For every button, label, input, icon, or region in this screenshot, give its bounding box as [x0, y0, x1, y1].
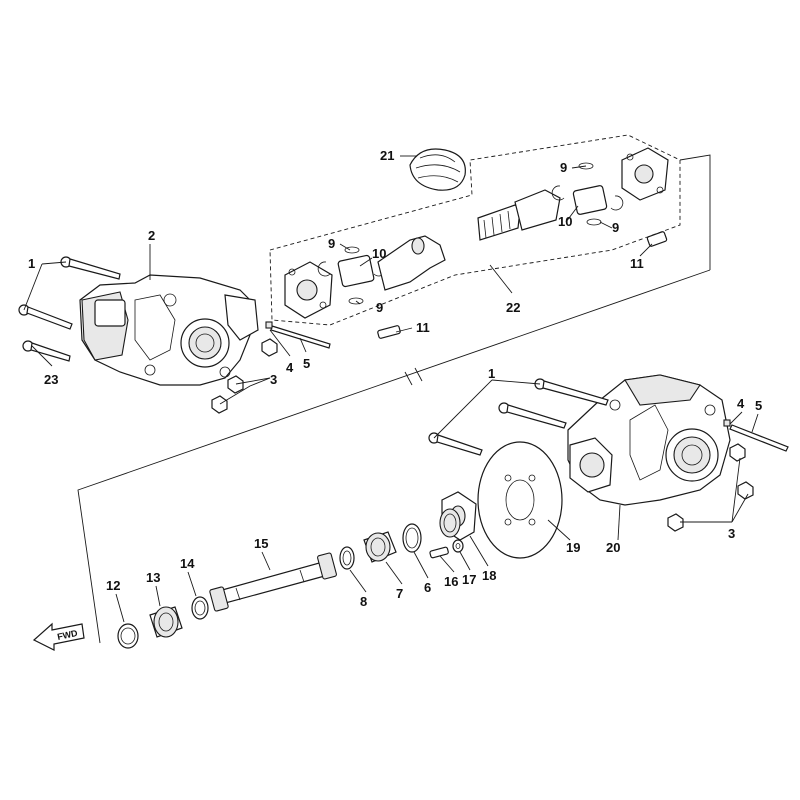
callout-9: 9: [560, 160, 567, 175]
callout-5: 5: [303, 356, 310, 371]
continuation-line: [77, 154, 711, 644]
fwd-arrow: FWD: [32, 622, 85, 651]
callout-11: 11: [416, 320, 430, 335]
callout-7: 7: [396, 586, 403, 601]
boot-21: [409, 148, 466, 191]
callout-1: 1: [28, 256, 35, 271]
callout-16: 16: [444, 574, 458, 589]
callout-3: 3: [270, 372, 277, 387]
callout-14: 14: [180, 556, 195, 571]
callout-12: 12: [106, 578, 120, 593]
callout-4: 4: [286, 360, 294, 375]
callout-19: 19: [566, 540, 580, 555]
bolt-set-1-lower: [428, 378, 609, 456]
callout-15: 15: [254, 536, 268, 551]
output-shaft-15: [209, 552, 337, 612]
bolt-11-left: [377, 325, 401, 339]
nuts-3-right: [667, 443, 754, 532]
callout-5: 5: [755, 398, 762, 413]
ring-14: [191, 596, 209, 620]
stud-5-left: [265, 321, 331, 349]
callout-9: 9: [612, 220, 619, 235]
callout-23: 23: [44, 372, 58, 387]
callout-labels: 1 2 3 4 5 23 9 10 9 11 21 22 9 10 9 11 1…: [28, 148, 762, 609]
bolt-16: [429, 546, 449, 559]
callout-2: 2: [148, 228, 155, 243]
callout-11: 11: [630, 256, 644, 271]
stud-5-right: [723, 419, 789, 452]
callout-13: 13: [146, 570, 160, 585]
flange-left: [284, 261, 333, 319]
flange-right: [621, 147, 669, 201]
callout-8: 8: [360, 594, 367, 609]
fwd-label: FWD: [56, 628, 79, 642]
callout-10: 10: [372, 246, 386, 261]
washer-17: [452, 539, 464, 553]
callout-21: 21: [380, 148, 394, 163]
u-joint-right: [551, 162, 624, 226]
ring-12: [117, 623, 139, 649]
bolt-11-right: [646, 231, 668, 247]
callout-3: 3: [728, 526, 735, 541]
brake-disc-19: [477, 441, 563, 559]
yoke-left: [377, 235, 446, 291]
callout-9: 9: [328, 236, 335, 251]
seal-6: [402, 523, 422, 553]
callout-4: 4: [737, 396, 745, 411]
nuts-3-left: [211, 338, 278, 414]
callout-9: 9: [376, 300, 383, 315]
callout-17: 17: [462, 572, 476, 587]
callout-20: 20: [606, 540, 620, 555]
bearing-13: [149, 606, 183, 638]
leader-lines: [23, 155, 759, 623]
callout-1: 1: [488, 366, 495, 381]
callout-6: 6: [424, 580, 431, 595]
callout-22: 22: [506, 300, 520, 315]
bearing-spline-right: [439, 508, 461, 538]
rear-gearcase: [567, 374, 731, 506]
front-gearcase: [79, 274, 259, 386]
bolt-23: [22, 340, 71, 362]
callout-10: 10: [558, 214, 572, 229]
bearing-7: [363, 531, 397, 563]
callout-18: 18: [482, 568, 496, 583]
ring-8: [339, 546, 355, 570]
group-box-22: [269, 134, 681, 326]
shaft-right: [477, 189, 561, 241]
